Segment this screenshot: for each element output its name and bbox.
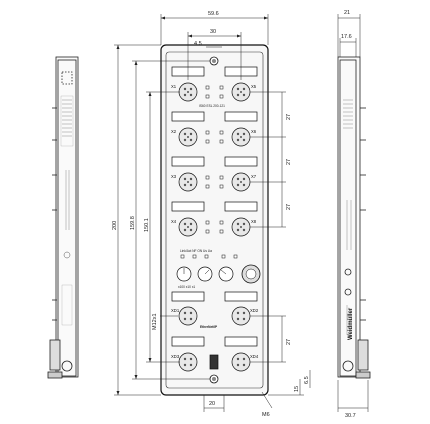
port-label-xd3: XD3	[171, 354, 180, 359]
port-label-x6: X6	[251, 129, 257, 134]
dim-pitch-d: 27	[286, 339, 292, 345]
dim-top-30: 30	[210, 29, 216, 35]
dimension-arrows	[116, 16, 268, 395]
dim-m12: M12x1	[152, 313, 158, 330]
ethernet-ip-label: EtherNet/IP	[200, 325, 218, 329]
led-row-label: Link/Act NF ON Us Ua	[180, 249, 212, 253]
port-label-x8: X8	[251, 219, 257, 224]
dimension-lines	[114, 14, 311, 412]
dim-b-15: 15	[294, 386, 300, 392]
port-label-xd2: XD2	[250, 308, 259, 313]
port-label-x7: X7	[251, 174, 257, 179]
model-label: IS60 ESL 200-121	[199, 104, 225, 108]
port-label-x4: X4	[171, 219, 177, 224]
port-label-xd4: XD4	[250, 354, 259, 359]
dim-side-21: 21	[344, 10, 350, 16]
dim-top-4-5: 4.5	[194, 41, 202, 47]
control-section: Link/Act NF ON Us Ua x100 x10 x1	[176, 249, 261, 289]
xd-ports	[171, 291, 258, 372]
dim-159-8: 159.8	[130, 216, 136, 230]
port-label-x1: X1	[171, 84, 177, 89]
rotary-labels: x100 x10 x1	[178, 285, 195, 289]
port-label-xd1: XD1	[171, 308, 180, 313]
right-side-view	[337, 56, 371, 379]
dim-side-30-7: 30.7	[345, 413, 356, 419]
dim-overall-height: 200	[112, 221, 118, 230]
brand-logo: Weidmüller	[348, 307, 354, 340]
dim-pitch-b: 27	[286, 159, 292, 165]
port-label-x2: X2	[171, 129, 177, 134]
port-label-x3: X3	[171, 174, 177, 179]
port-label-x5: X5	[251, 84, 257, 89]
dim-hole-m6: M6	[262, 412, 270, 418]
dim-pitch-a: 27	[286, 114, 292, 120]
dim-side-17-6: 17.6	[341, 34, 352, 40]
right-side-markings	[343, 99, 353, 335]
dim-b-6-5: 6.5	[304, 376, 310, 384]
dim-150-1: 150.1	[144, 218, 150, 232]
dim-pitch-c: 27	[286, 204, 292, 210]
right-dimension-lines	[337, 14, 369, 412]
left-side-view	[47, 56, 79, 379]
left-side-text	[60, 95, 74, 326]
dim-total-width: 59.6	[208, 11, 219, 17]
dim-bottom-20: 20	[209, 401, 215, 407]
